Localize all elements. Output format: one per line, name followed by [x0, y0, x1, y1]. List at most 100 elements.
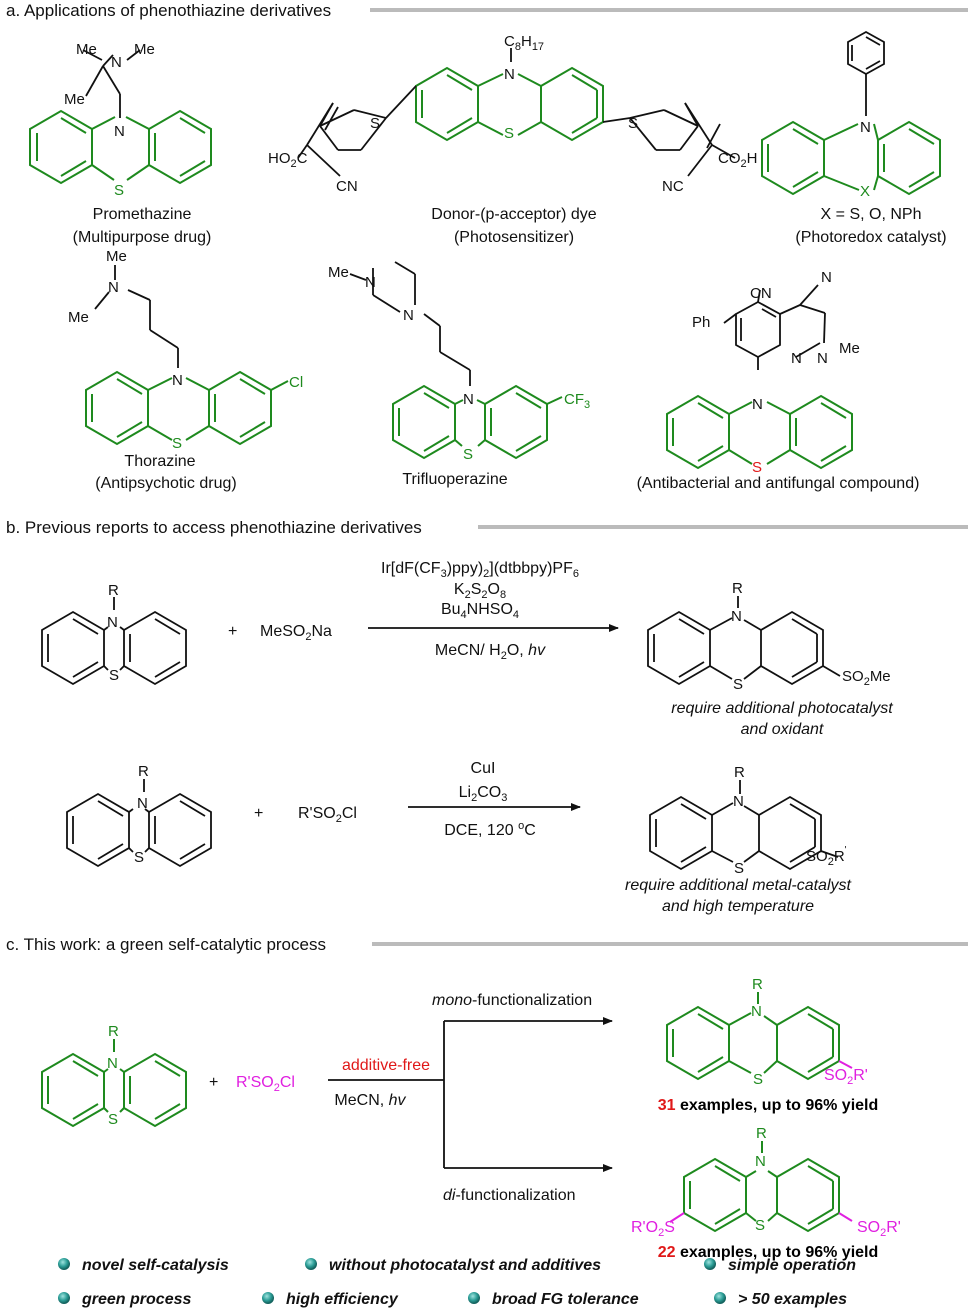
antibacterial-use: (Antibacterial and antifungal compound): [637, 475, 920, 492]
svg-text:S: S: [504, 125, 514, 142]
thorazine-use: (Antipsychotic drug): [95, 475, 236, 492]
svg-text:N: N: [821, 269, 832, 286]
svg-text:R: R: [108, 582, 119, 599]
mono-functionalization-label: mono-functionalization: [432, 992, 592, 1009]
svg-text:S: S: [109, 667, 119, 684]
svg-text:N: N: [403, 307, 414, 324]
reaction2: N S R + R'SO2Cl CuI Li2CO3 DCE, 120 oC N…: [66, 760, 847, 877]
dye-structure: N S C8H17: [268, 33, 757, 195]
svg-text:MeCN, hv: MeCN, hv: [334, 1092, 406, 1109]
svg-text:R'O2S: R'O2S: [631, 1219, 675, 1239]
svg-text:N: N: [752, 396, 763, 413]
svg-text:S: S: [463, 446, 473, 463]
svg-text:N: N: [731, 608, 742, 625]
svg-text:R'SO2Cl: R'SO2Cl: [298, 805, 357, 825]
bullet-dot-icon: [262, 1292, 274, 1304]
this-work-scheme: N S R + R'SO2Cl additive-free MeCN, hv N: [41, 976, 901, 1239]
photoredox-structure: N X: [761, 30, 941, 200]
svg-text:DCE, 120 oC: DCE, 120 oC: [444, 820, 536, 839]
section-c-header: c. This work: a green self-catalytic pro…: [6, 935, 968, 954]
reaction1-note-line1: require additional photocatalyst: [671, 700, 893, 717]
section-c-title: c. This work: a green self-catalytic pro…: [6, 935, 326, 954]
svg-text:NC: NC: [662, 178, 684, 195]
mono-summary: examples, up to 96% yield: [676, 1097, 879, 1114]
svg-text:N: N: [463, 391, 474, 408]
mono-count: 31: [658, 1097, 676, 1114]
svg-text:S: S: [734, 860, 744, 877]
bullet-dot-icon: [468, 1292, 480, 1304]
trifluoperazine-structure: N S CF3 N N Me: [328, 261, 590, 463]
svg-text:R'SO2Cl: R'SO2Cl: [236, 1074, 295, 1094]
svg-text:S: S: [108, 1111, 118, 1128]
photoredox-name: X = S, O, NPh: [821, 206, 922, 223]
svg-text:S: S: [733, 676, 743, 693]
svg-text:SO2R': SO2R': [857, 1219, 901, 1239]
svg-text:Cl: Cl: [289, 374, 303, 391]
svg-text:+: +: [228, 623, 237, 640]
svg-text:S: S: [134, 849, 144, 866]
svg-text:S: S: [752, 459, 762, 476]
svg-text:N: N: [504, 66, 515, 83]
svg-text:Me: Me: [68, 309, 89, 326]
reaction1: N S R + MeSO2Na Ir[dF(CF3)ppy)2](dtbbpy)…: [41, 560, 891, 693]
bullet-dot-icon: [58, 1292, 70, 1304]
promethazine-use: (Multipurpose drug): [73, 229, 212, 246]
di-result: 22 examples, up to 96% yield: [658, 1244, 879, 1261]
bullet-dot-icon: [58, 1258, 70, 1270]
svg-text:CN: CN: [336, 178, 358, 195]
bullet-dot-icon: [305, 1258, 317, 1270]
svg-text:+: +: [254, 805, 263, 822]
svg-text:Bu4NHSO4: Bu4NHSO4: [441, 601, 519, 621]
reaction2-note-line1: require additional metal-catalyst: [625, 877, 851, 894]
svg-text:SO2Me: SO2Me: [842, 668, 891, 688]
feature-item: > 50 examples: [738, 1291, 847, 1308]
svg-text:N: N: [755, 1153, 766, 1170]
svg-text:Me: Me: [76, 41, 97, 58]
trifluoperazine-name: Trifluoperazine: [402, 471, 507, 488]
condition-additive-free: additive-free: [342, 1057, 430, 1074]
svg-text:R: R: [138, 763, 149, 780]
svg-text:C8H17: C8H17: [504, 33, 544, 53]
svg-text:R: R: [752, 976, 763, 993]
section-a-header: a. Applications of phenothiazine derivat…: [6, 1, 968, 20]
feature-item: novel self-catalysis: [82, 1257, 229, 1274]
feature-item: simple operation: [728, 1257, 856, 1274]
svg-text:CuI: CuI: [471, 760, 496, 777]
bullet-dot-icon: [704, 1258, 716, 1270]
svg-text:N: N: [114, 123, 125, 140]
svg-text:R: R: [108, 1023, 119, 1040]
svg-text:CO2H: CO2H: [718, 150, 757, 170]
svg-text:S: S: [755, 1217, 765, 1234]
reaction1-note-line2: and oxidant: [741, 721, 824, 738]
svg-text:N: N: [108, 279, 119, 296]
svg-text:R: R: [756, 1125, 767, 1142]
svg-text:N: N: [751, 1003, 762, 1020]
svg-text:R: R: [734, 764, 745, 781]
svg-text:MeCN/ H2O, hv: MeCN/ H2O, hv: [435, 642, 546, 662]
svg-text:Me: Me: [134, 41, 155, 58]
antibacterial-structure: CN Ph N N N Me N S: [666, 269, 860, 476]
svg-text:N: N: [860, 119, 871, 136]
svg-text:R: R: [732, 580, 743, 597]
feature-item: without photocatalyst and additives: [329, 1257, 601, 1274]
svg-text:S: S: [753, 1071, 763, 1088]
thorazine-structure: N S Cl N Me Me: [68, 248, 303, 452]
svg-text:N: N: [137, 795, 148, 812]
svg-text:X: X: [860, 183, 870, 200]
dye-name: Donor-(p-acceptor) dye: [431, 206, 597, 223]
svg-text:N: N: [791, 350, 802, 367]
svg-text:N: N: [733, 793, 744, 810]
promethazine-structure: N S Me N Me Me: [29, 41, 212, 199]
svg-text:+: +: [209, 1074, 218, 1091]
section-a-title: a. Applications of phenothiazine derivat…: [6, 1, 331, 20]
feature-item: green process: [81, 1291, 191, 1308]
svg-text:S: S: [628, 115, 638, 132]
svg-text:Li2CO3: Li2CO3: [459, 784, 508, 804]
svg-text:SO2R': SO2R': [806, 845, 847, 868]
section-b-header: b. Previous reports to access phenothiaz…: [6, 518, 968, 537]
bullet-dot-icon: [714, 1292, 726, 1304]
promethazine-name: Promethazine: [93, 206, 192, 223]
svg-text:Me: Me: [839, 340, 860, 357]
thorazine-name: Thorazine: [124, 453, 195, 470]
